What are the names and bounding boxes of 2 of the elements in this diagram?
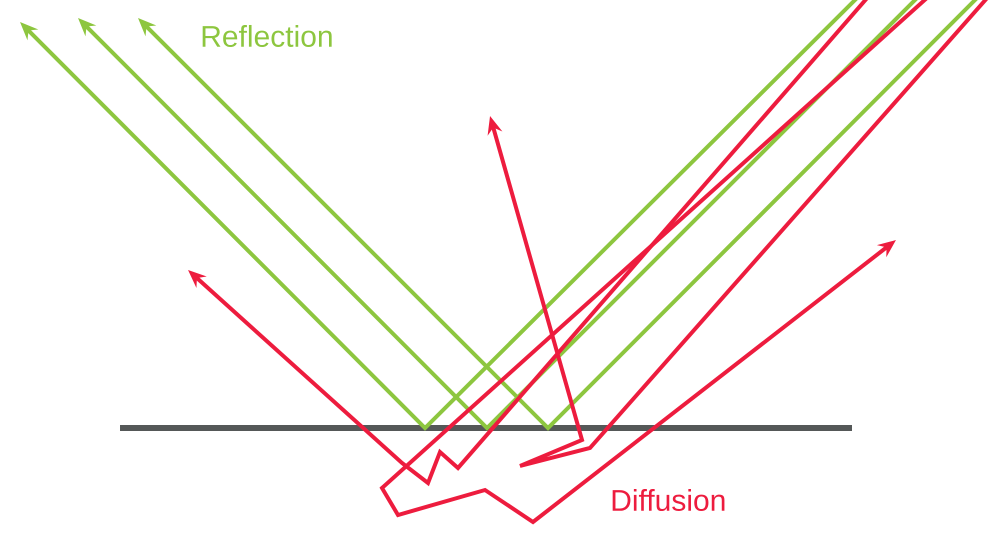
- ray-label: Reflection: [202, 24, 332, 48]
- ray-label: Diffusion: [612, 488, 724, 511]
